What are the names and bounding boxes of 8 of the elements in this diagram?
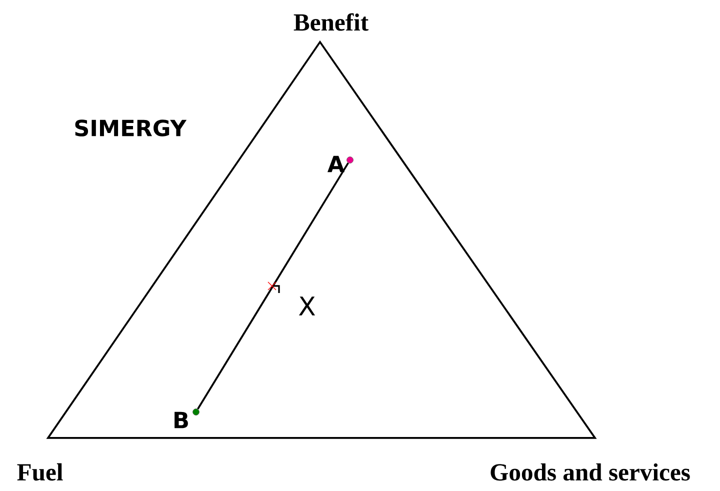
vertex-label: Goods and services xyxy=(490,463,690,481)
point-label: X xyxy=(298,296,316,316)
line xyxy=(197,162,349,410)
point-label: B xyxy=(174,412,188,428)
point-label: A xyxy=(328,156,344,172)
vertex-label: Fuel xyxy=(17,463,63,481)
diagram-label: SIMERGY xyxy=(75,120,187,136)
vertex-label: Benefit xyxy=(294,13,368,31)
